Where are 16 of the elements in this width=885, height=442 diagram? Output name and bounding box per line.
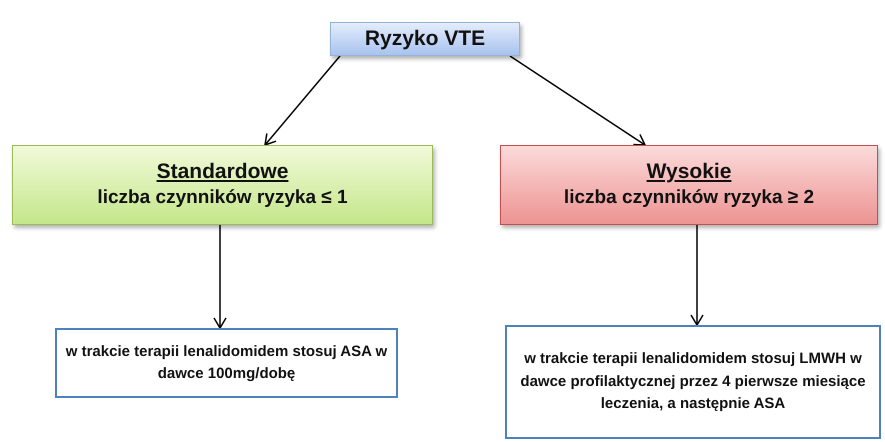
risk-heading: Wysokie (646, 159, 732, 186)
recommendation-text: w trakcie terapii lenalidomidem stosuj LMWH w dawce profilaktycznej przez 4 pierwsze miesiące leczenia, a następnie ASA (519, 349, 867, 414)
recommendation-text: w trakcie terapii lenalidomidem stosuj ASA w dawce 100mg/dobę (65, 342, 388, 384)
title-box (330, 22, 520, 56)
risk-criterion: liczba czynników ryzyka ≤ 1 (97, 186, 348, 210)
risk-criterion: liczba czynników ryzyka ≥ 2 (564, 186, 814, 210)
arrow (213, 225, 227, 329)
title-text: Ryzyko VTE (364, 26, 486, 52)
recommendation-box (55, 328, 398, 398)
risk-box (500, 145, 878, 225)
risk-heading: Standardowe (156, 159, 288, 186)
arrow (264, 56, 341, 146)
risk-box (12, 145, 433, 225)
arrow (690, 225, 704, 326)
recommendation-box (505, 325, 881, 439)
arrow (510, 55, 646, 146)
